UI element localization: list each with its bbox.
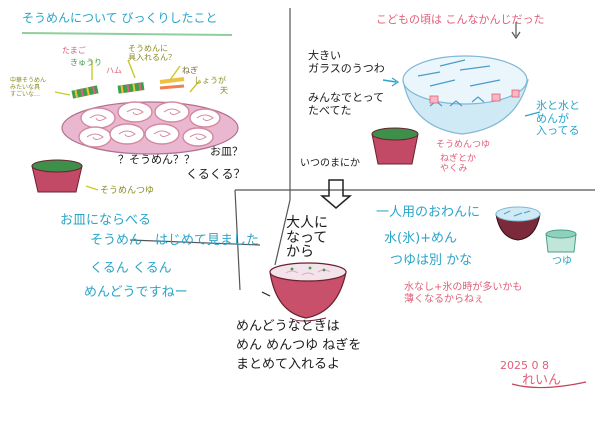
small-tsuyu-cup: [545, 229, 577, 253]
ingredient-strips: [71, 77, 185, 99]
page-title: そうめんについて びっくりしたこと: [22, 11, 218, 25]
label-shouga: しょうが: [194, 76, 226, 85]
small-tsuyu-label: つゆ: [552, 256, 572, 267]
tsuyu-separate-label: つゆは別 かな: [390, 253, 473, 268]
label-tamago: たまご: [62, 46, 86, 55]
title-underline: [21, 32, 233, 36]
left-tsuyu-cup: [31, 159, 99, 193]
label-left-tsuyu: そうめんつゆ: [100, 186, 155, 196]
signature-flourish: [511, 381, 587, 389]
glass-bowl: [382, 22, 541, 135]
one-person-label: 一人用のおわんに: [376, 205, 481, 220]
label-chuuka: 中華そうめん みたいな具 すごいな…: [10, 77, 47, 98]
label-ham: ハム: [106, 66, 122, 75]
right-tsuyu-label: そうめんつゆ: [436, 140, 491, 150]
childhood-heading: こどもの頃は こんなかんじだった: [376, 13, 545, 26]
shared-eating-label: みんなでとって たべてた: [308, 91, 385, 117]
date-label: 2025 0 8: [500, 359, 549, 372]
otona-label: 大人に なって から: [286, 215, 328, 261]
ice-water-label: 氷と水と めんが 入ってる: [536, 99, 580, 138]
note-line-4: めんどうですねー: [84, 285, 188, 300]
lazy-method-note: めんどうなときは めん めんつゆ ねぎを まとめて入れるよ: [236, 319, 362, 372]
yakumi-label: ねぎとか やくみ: [440, 154, 477, 175]
label-osara-question: お皿？: [210, 145, 243, 158]
down-arrow: [319, 179, 353, 209]
label-gu-question: そうめんに 具入れるん？: [128, 44, 176, 63]
label-kyuuri: きゅうり: [70, 58, 102, 67]
somen-plate: [61, 101, 239, 155]
ice-note: 水なし+氷の時が多いかも 薄くなるからねぇ: [404, 282, 523, 305]
itsunomanika-label: いつのまにか: [300, 158, 360, 169]
note-line-2: そうめん はじめて見ました: [90, 233, 260, 248]
one-person-bowl: [495, 206, 541, 241]
label-ten: 天: [220, 86, 228, 95]
water-noodle-label: 水(氷)+めん: [384, 231, 458, 246]
right-tsuyu-cup: [371, 127, 419, 165]
signature: れいん: [522, 373, 562, 388]
big-bowl: [261, 262, 347, 322]
divider-lines: [129, 8, 595, 291]
label-kurukuru: くるくる？: [186, 167, 246, 181]
label-negi: ねぎ: [182, 66, 198, 75]
glass-bowl-label: 大きい ガラスのうつわ: [308, 49, 385, 75]
note-line-1: お皿にならべる: [60, 213, 152, 228]
label-arrows: [54, 59, 201, 96]
note-line-3: くるん くるん: [90, 261, 172, 276]
label-somen-question: ？そうめん？？: [118, 153, 195, 166]
